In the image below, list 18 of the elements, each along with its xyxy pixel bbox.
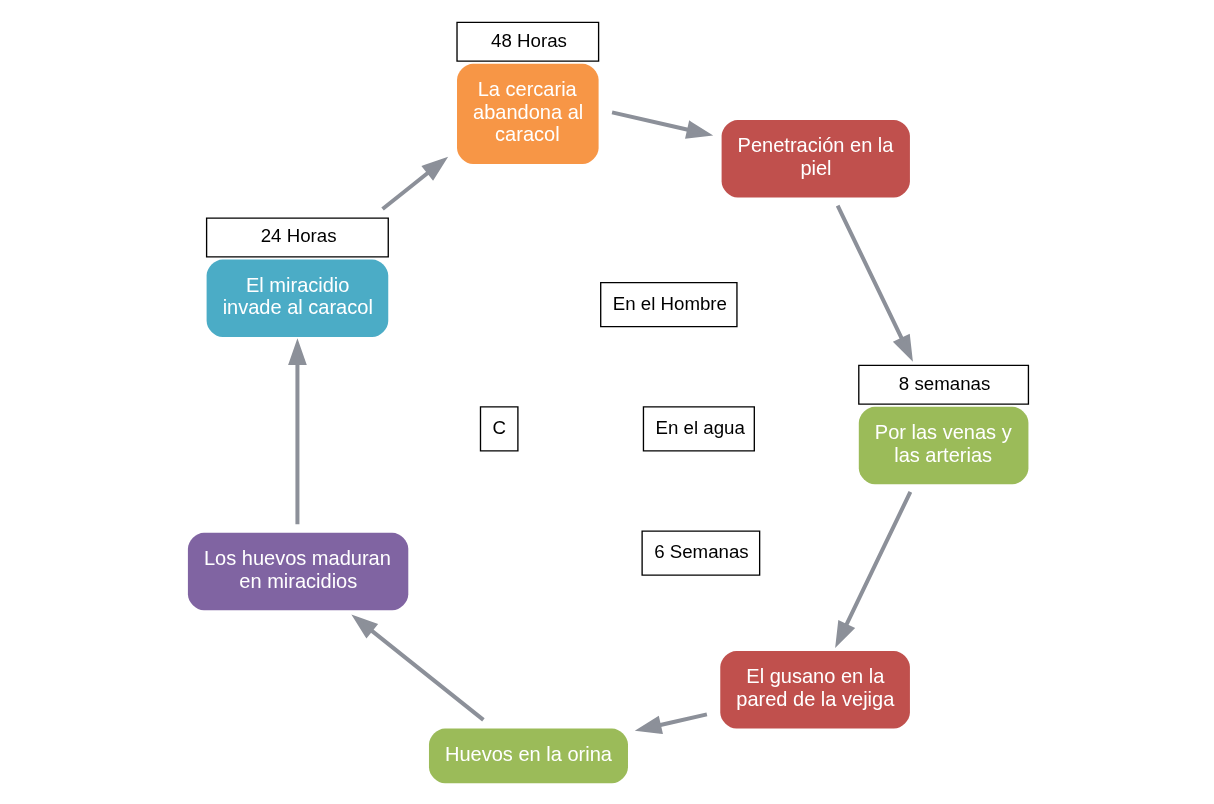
arrow <box>834 490 912 648</box>
node-box: Los huevos maduran en miracidios <box>187 532 408 610</box>
arrow <box>380 156 448 211</box>
node-box: Penetración en la piel <box>721 119 910 197</box>
node-label: 24 Horas <box>260 224 337 246</box>
node-box: El gusano en la pared de la vejiga <box>719 650 910 728</box>
label: En el Hombre <box>612 292 727 314</box>
node-label: 48 Horas <box>490 29 567 51</box>
label: 6 Semanas <box>653 540 749 562</box>
node-label: 8 semanas <box>898 372 990 394</box>
label: En el agua <box>654 416 745 438</box>
label: C <box>492 416 506 438</box>
arrow <box>634 711 707 734</box>
arrow <box>350 614 485 721</box>
arrow <box>611 109 713 139</box>
node-box: Huevos en la orina <box>428 728 628 783</box>
arrow <box>835 204 913 362</box>
arrow <box>287 337 307 524</box>
